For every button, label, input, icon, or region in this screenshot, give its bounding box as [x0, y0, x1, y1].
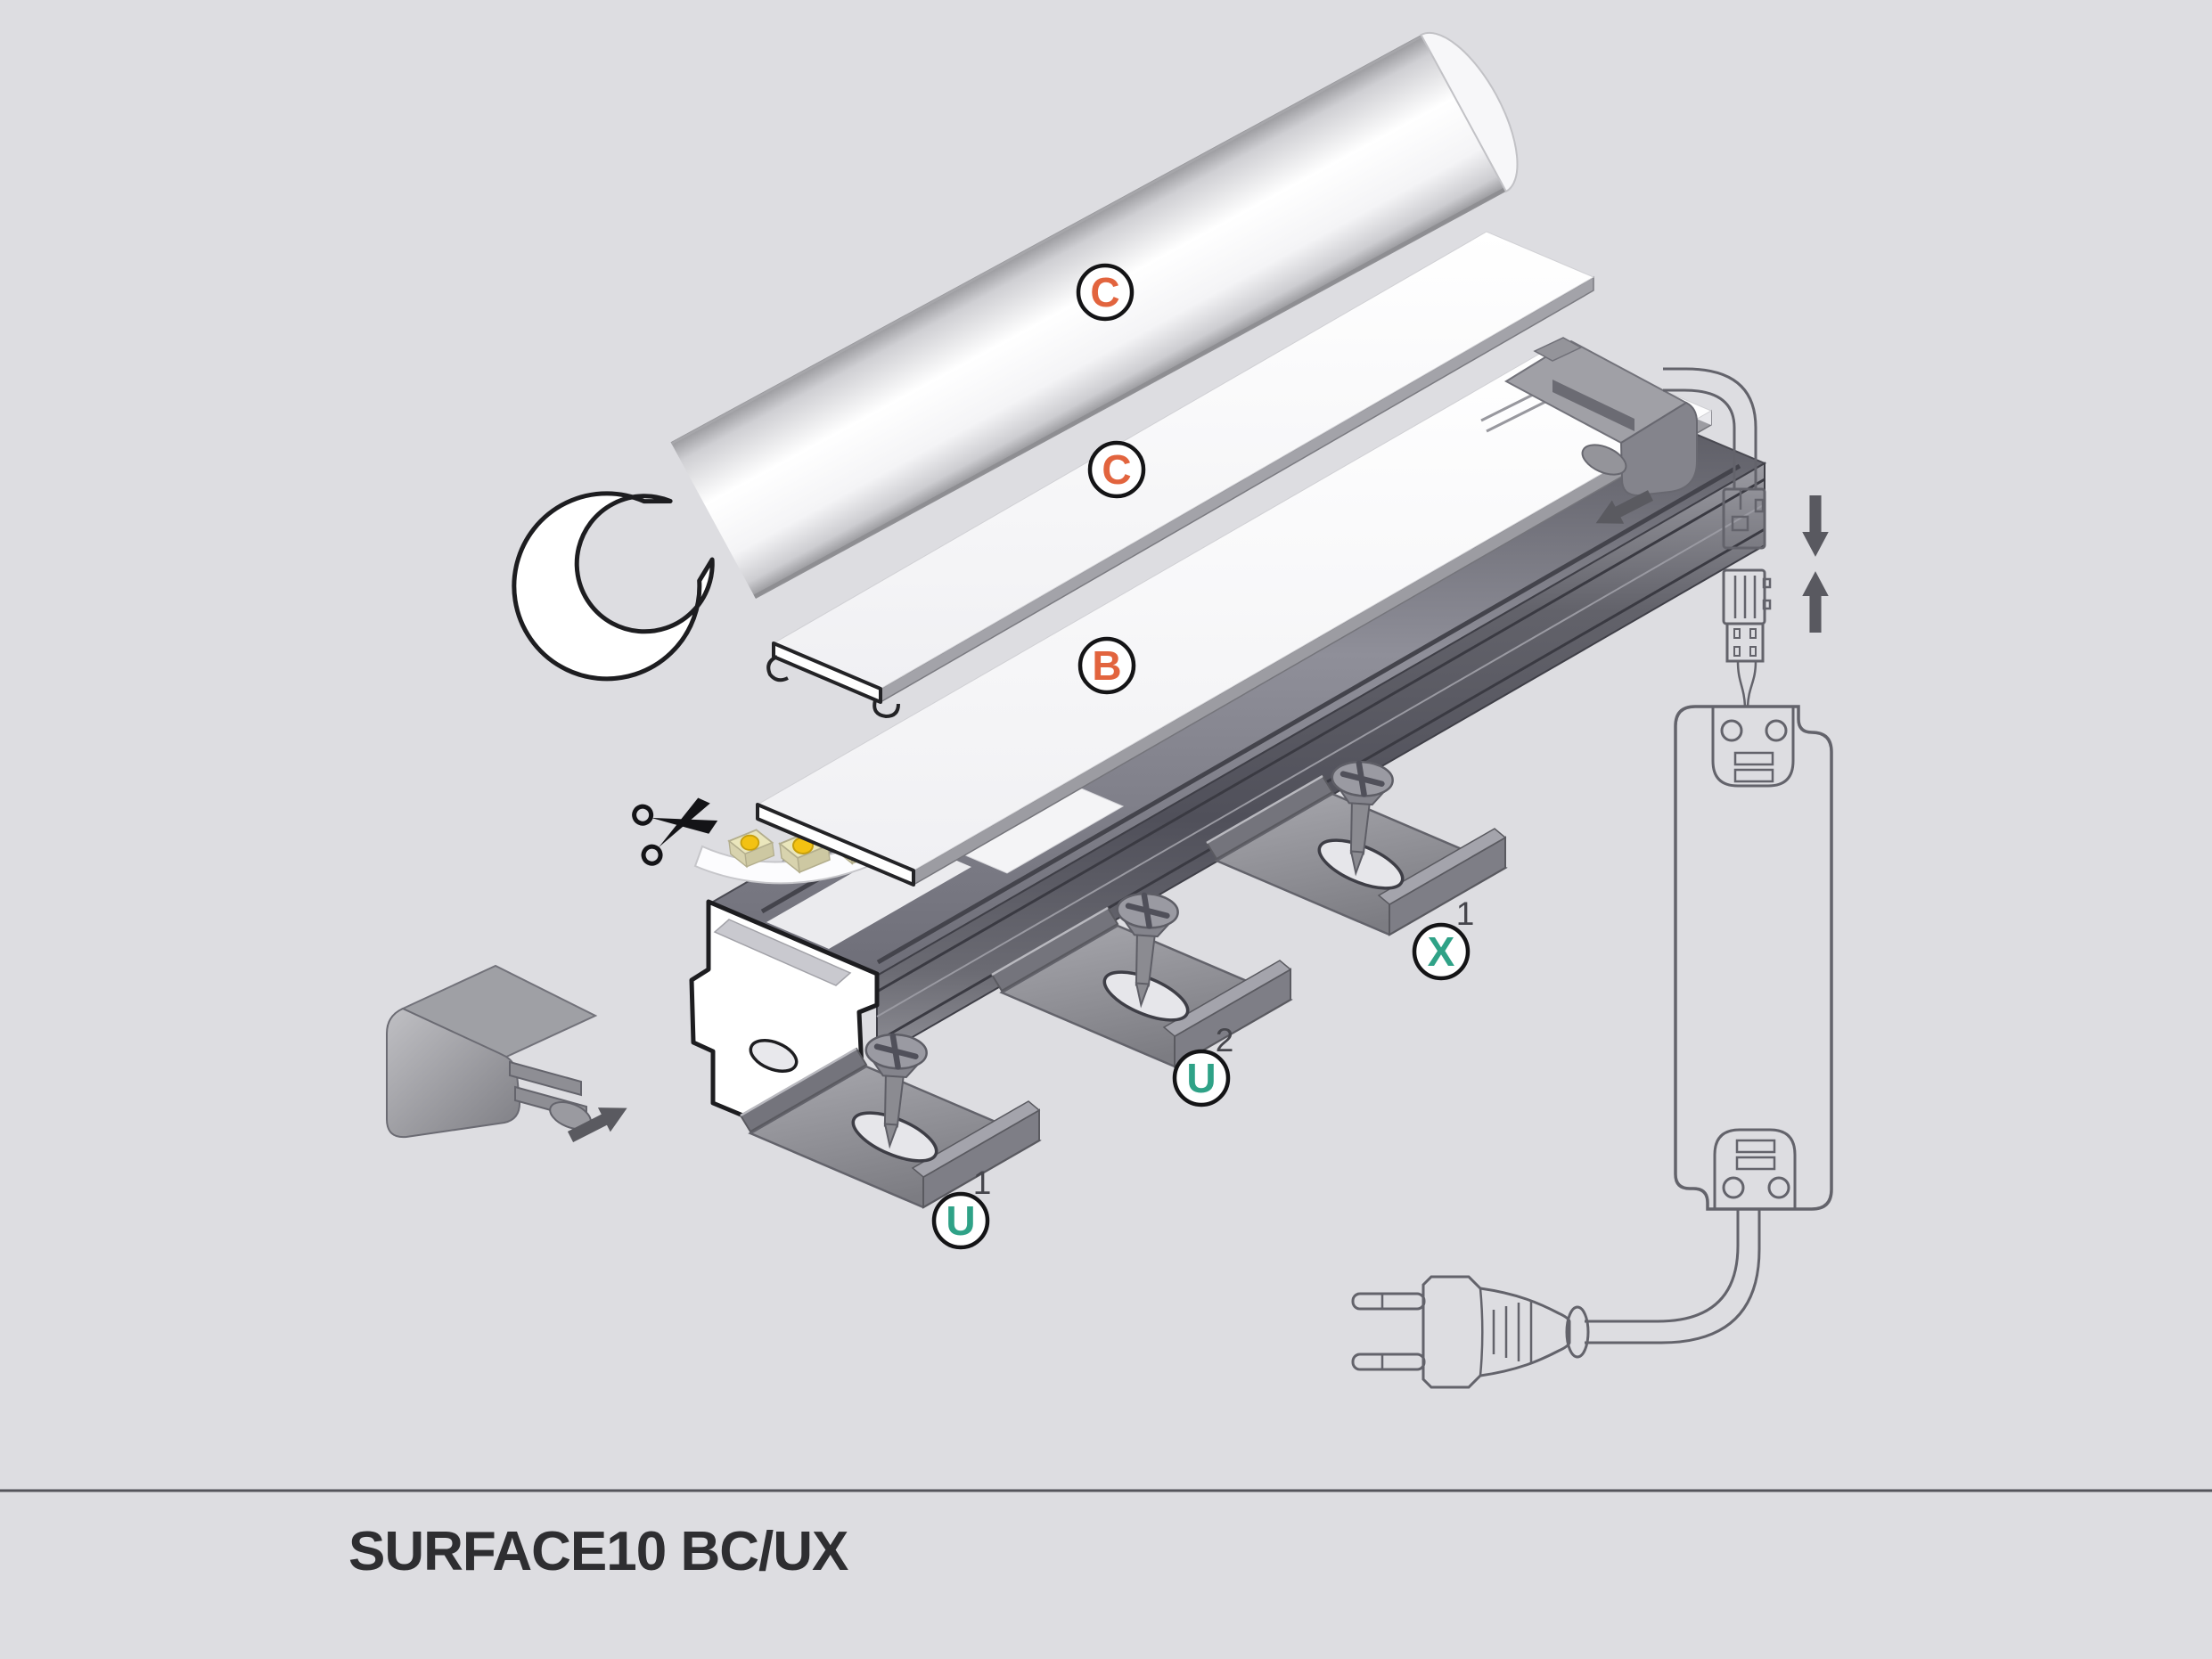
eu-plug: [1351, 1275, 1590, 1389]
label-cover-round: C: [1076, 263, 1135, 322]
label-cover-b: B: [1077, 636, 1136, 695]
label-letter: U: [946, 1197, 975, 1244]
power-supply: [1585, 705, 1833, 1344]
label-clip-x1: X 1: [1412, 895, 1475, 981]
label-cover-flat: C: [1087, 440, 1146, 499]
power-cable: [1585, 1209, 1761, 1344]
label-count: 1: [973, 1165, 992, 1201]
round-diffuser-cover: [512, 31, 1519, 682]
flat-cover-clip-hooks: [766, 655, 900, 719]
label-letter: B: [1092, 642, 1121, 689]
feedthrough-end-cap: [1480, 337, 1698, 497]
label-count: 1: [1456, 895, 1475, 932]
label-letter: X: [1428, 928, 1455, 975]
label-letter: C: [1102, 446, 1131, 493]
connector-cable: [1663, 367, 1772, 707]
end-cap: [386, 964, 598, 1139]
flat-diffuser-cover: [766, 231, 1595, 719]
scissors-icon: [632, 797, 718, 866]
label-letter: U: [1186, 1055, 1216, 1101]
label-letter: C: [1090, 269, 1119, 315]
page-title: SURFACE10 BC/UX: [348, 1521, 848, 1582]
label-clip-u1: U 1: [931, 1165, 992, 1250]
round-cover-end-section: [512, 491, 715, 682]
label-count: 2: [1216, 1022, 1234, 1058]
label-clip-u2: U 2: [1172, 1022, 1234, 1107]
